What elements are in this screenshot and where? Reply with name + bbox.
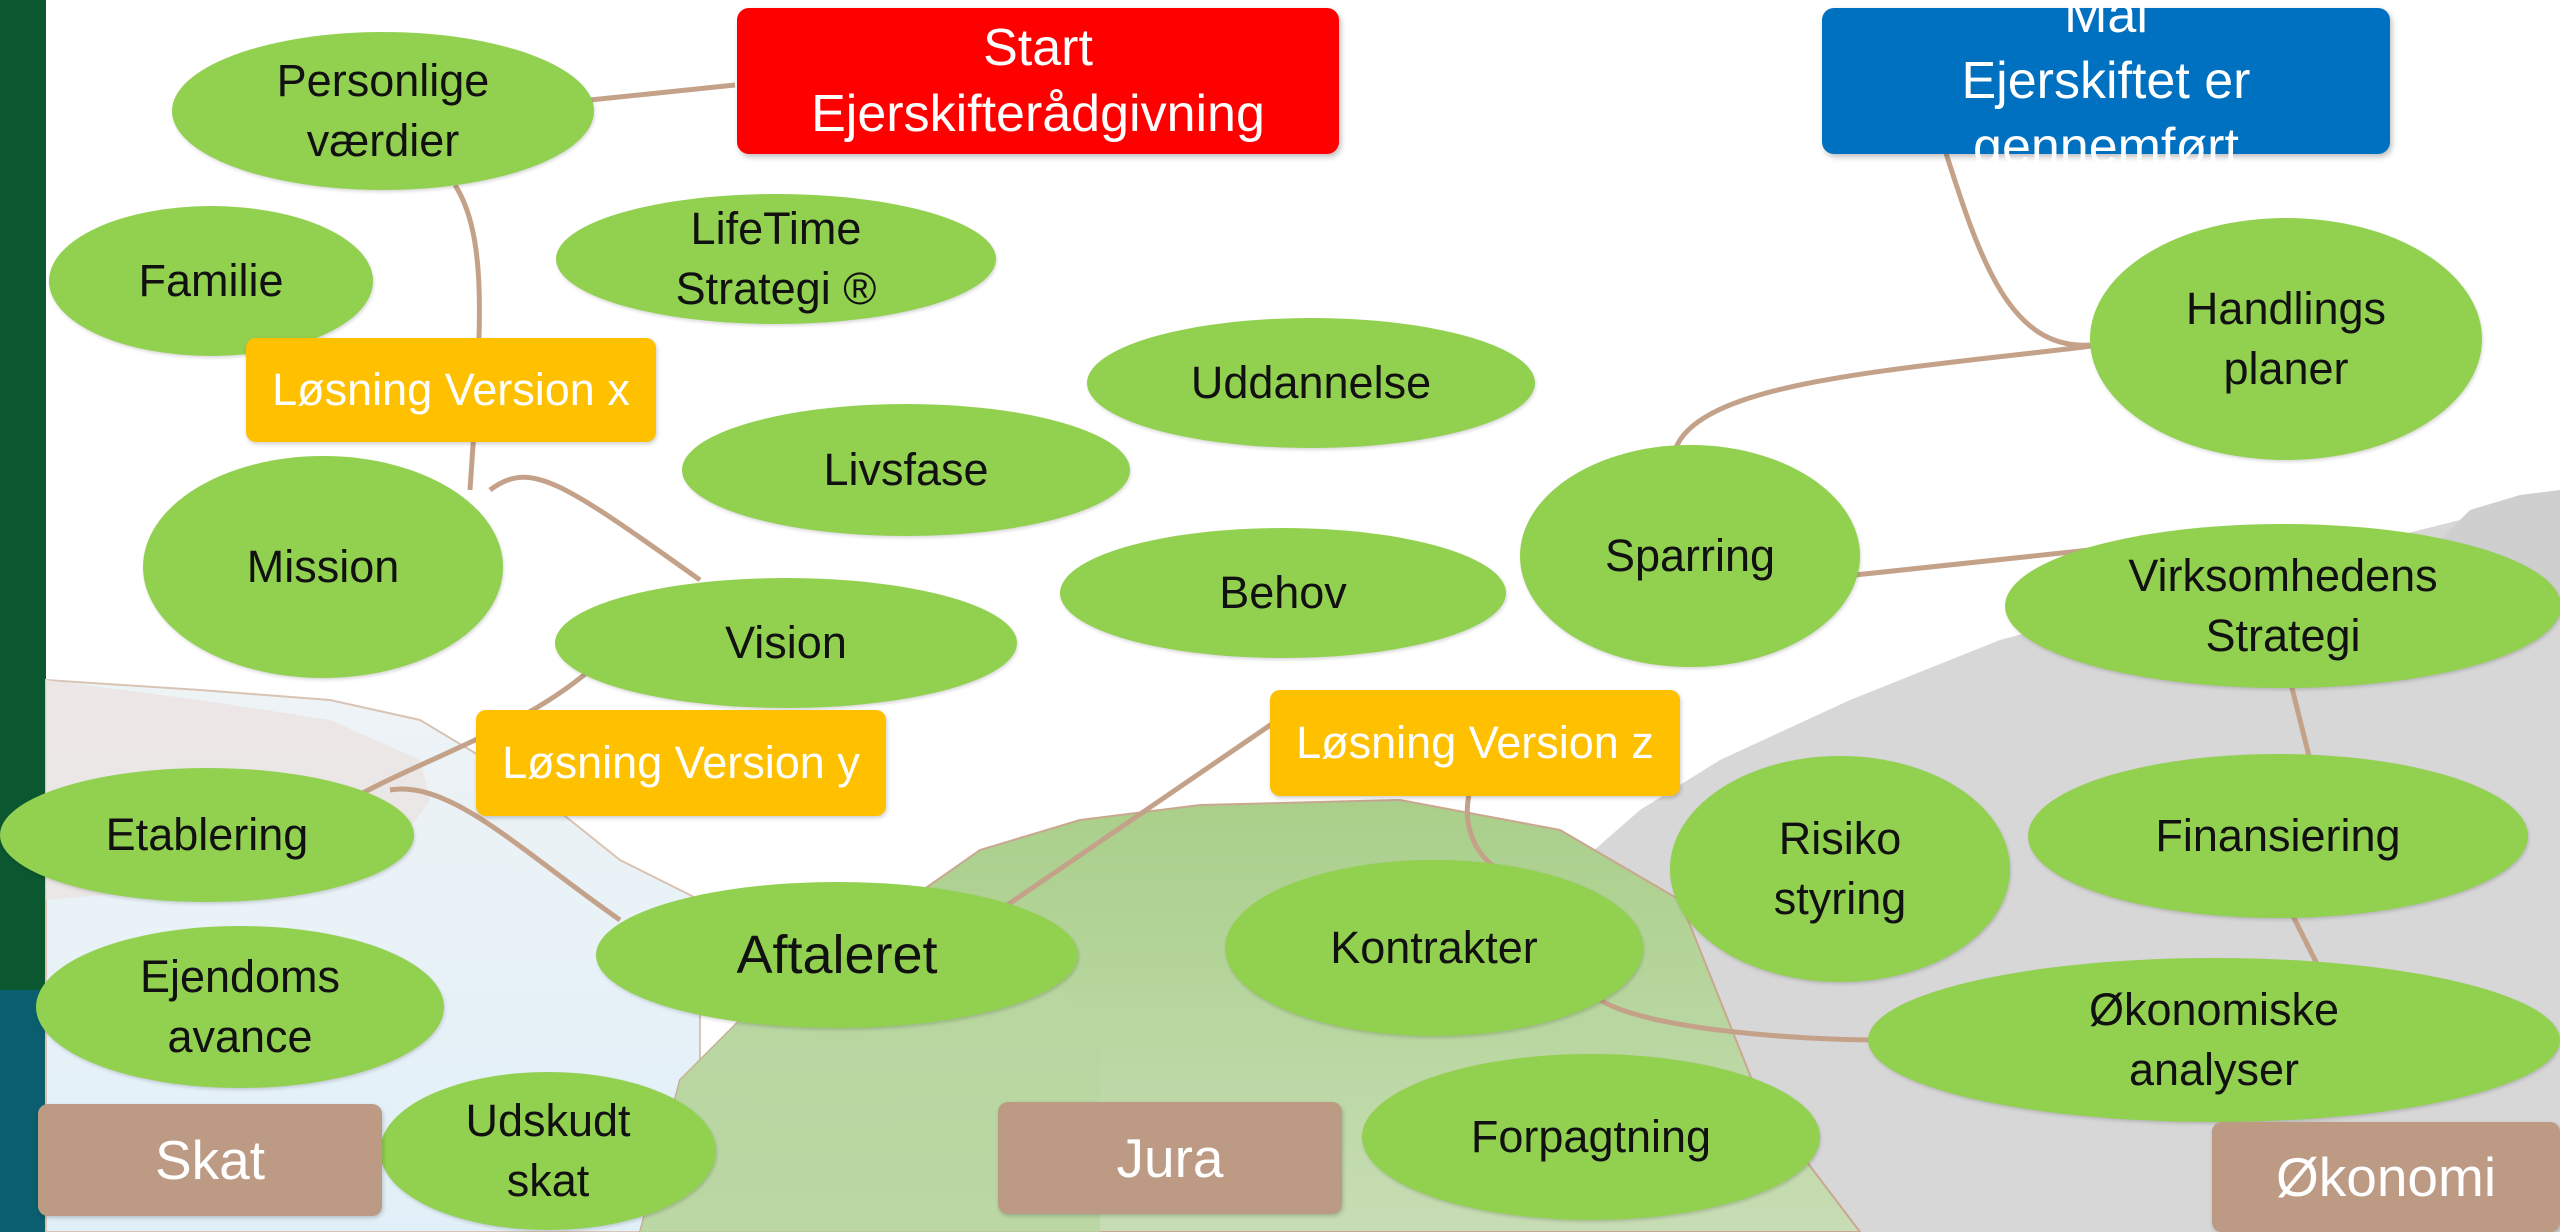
node-sparring: Sparring bbox=[1520, 445, 1860, 667]
goal-subtitle: Ejerskiftet er gennemført bbox=[1961, 52, 2251, 176]
node-aftaleret: Aftaleret bbox=[596, 882, 1078, 1028]
node-personlige-vaerdier: Personlige værdier bbox=[172, 32, 594, 190]
domain-box-skat: Skat bbox=[38, 1104, 382, 1216]
node-finansiering: Finansiering bbox=[2028, 754, 2528, 918]
connector-goal-handlingsplaner bbox=[1942, 149, 2091, 348]
node-virksomhedens-strategi: Virksomhedens Strategi bbox=[2005, 524, 2560, 688]
connector-sparring-virksomhedens bbox=[1854, 547, 2091, 578]
node-uddannelse: Uddannelse bbox=[1087, 318, 1535, 448]
goal-title: Mål bbox=[2064, 0, 2148, 44]
node-behov: Behov bbox=[1060, 528, 1506, 658]
node-mission: Mission bbox=[143, 456, 503, 678]
connector-handlingsplaner-sparring bbox=[1672, 342, 2101, 451]
connector-start-personlige bbox=[589, 82, 736, 103]
connector-kontrakter-okonomiske bbox=[1598, 997, 1881, 1043]
connector-finansiering-okonomiske bbox=[2287, 908, 2323, 972]
connectors bbox=[348, 82, 2323, 1043]
node-oekonomiske-analyser: Økonomiske analyser bbox=[1868, 958, 2560, 1122]
node-ejendomsavance: Ejendoms avance bbox=[36, 926, 444, 1088]
start-box: Start Ejerskifterådgivning bbox=[737, 8, 1339, 154]
connector-mission-vision bbox=[488, 474, 702, 583]
start-subtitle: Ejerskifterådgivning bbox=[811, 85, 1265, 143]
node-etablering: Etablering bbox=[0, 768, 414, 902]
start-title: Start bbox=[983, 19, 1093, 77]
goal-box: Mål Ejerskiftet er gennemført bbox=[1822, 0, 2390, 176]
node-familie: Familie bbox=[49, 206, 373, 356]
node-udskudt-skat: Udskudt skat bbox=[380, 1072, 716, 1230]
solution-box-z: Løsning Version z bbox=[1270, 690, 1680, 796]
node-handlingsplaner: Handlings planer bbox=[2090, 218, 2482, 460]
node-risikostyring: Risiko styring bbox=[1670, 756, 2010, 982]
solution-box-x: Løsning Version x bbox=[246, 338, 656, 442]
domain-box-jura: Jura bbox=[998, 1102, 1342, 1214]
node-forpagtning: Forpagtning bbox=[1362, 1054, 1820, 1220]
node-vision: Vision bbox=[555, 578, 1017, 708]
connector-etablering-aftaleret bbox=[389, 786, 622, 923]
node-kontrakter: Kontrakter bbox=[1225, 860, 1643, 1036]
solution-box-y: Løsning Version y bbox=[476, 710, 886, 816]
domain-box-oekonomi: Økonomi bbox=[2212, 1122, 2560, 1232]
connector-vision-etablering bbox=[348, 668, 592, 803]
connector-virksomhedens-finansiering bbox=[2287, 679, 2313, 761]
connector-aftaleret-losningz bbox=[998, 712, 1287, 913]
node-lifetime-strategi: LifeTime Strategi ® bbox=[556, 194, 996, 324]
node-livsfase: Livsfase bbox=[682, 404, 1130, 536]
